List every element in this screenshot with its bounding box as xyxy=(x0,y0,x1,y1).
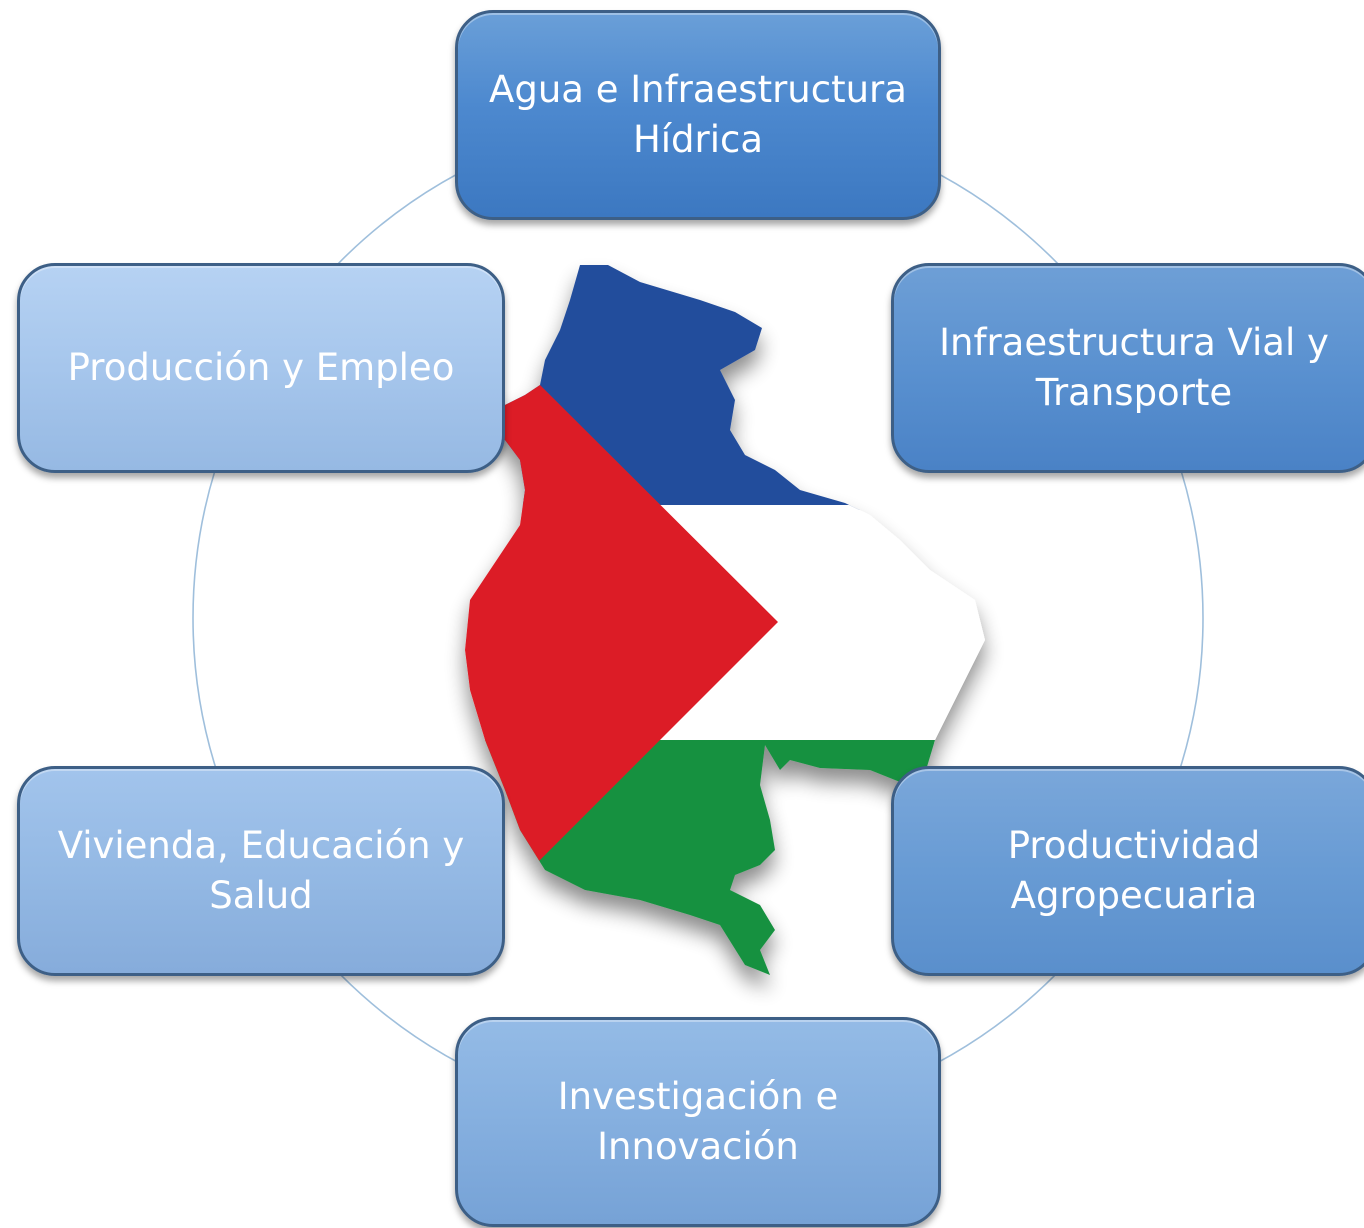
node-text-line: Transporte xyxy=(1035,371,1233,414)
node-produccion-empleo: Producción y Empleo xyxy=(17,263,505,473)
node-productividad-agropecuaria: Productividad Agropecuaria xyxy=(891,766,1364,976)
node-text-line: Vivienda, Educación y xyxy=(57,823,465,867)
node-text-line: Salud xyxy=(209,874,313,917)
node-investigacion-innovacion: Investigación e Innovación xyxy=(455,1017,941,1227)
node-text-line: Agua e Infraestructura xyxy=(489,67,907,111)
node-agua-infraestructura-hidrica: Agua e Infraestructura Hídrica xyxy=(455,10,941,220)
node-text-line: Producción y Empleo xyxy=(67,345,455,389)
node-text-line: Agropecuaria xyxy=(1010,874,1258,917)
node-text-line: Innovación xyxy=(597,1125,799,1168)
node-text-line: Investigación e xyxy=(557,1074,839,1118)
node-text-line: Productividad xyxy=(1007,823,1261,867)
node-infraestructura-vial-transporte: Infraestructura Vial y Transporte xyxy=(891,263,1364,473)
node-vivienda-educacion-salud: Vivienda, Educación y Salud xyxy=(17,766,505,976)
node-text-line: Hídrica xyxy=(632,118,764,161)
node-text-line: Infraestructura Vial y xyxy=(939,320,1329,364)
